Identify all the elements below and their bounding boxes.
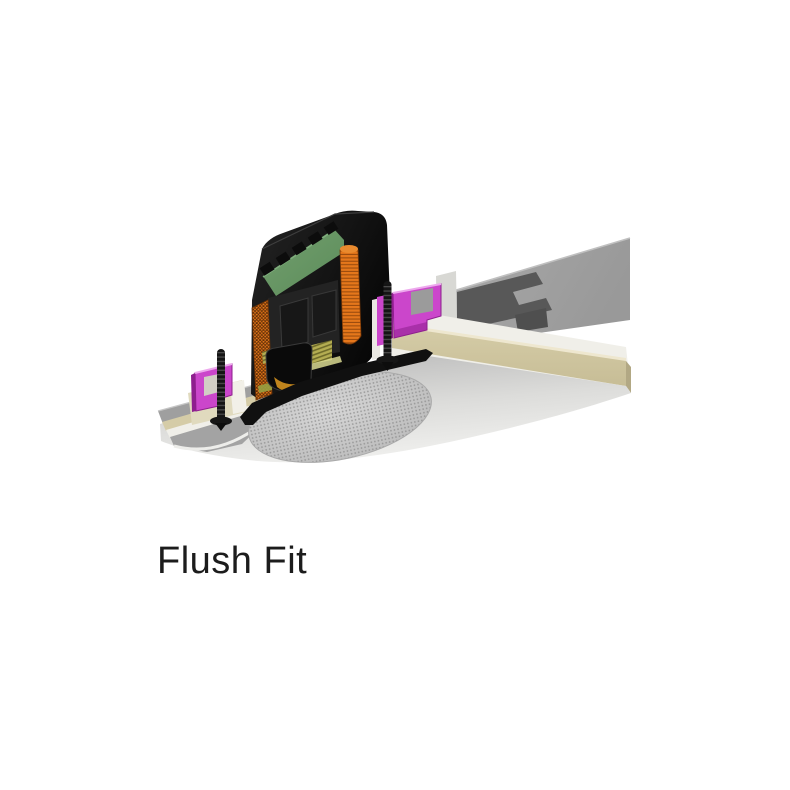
ceiling-beam <box>432 237 631 344</box>
caption-flush-fit: Flush Fit <box>157 540 308 582</box>
plasterboard-core <box>392 326 626 386</box>
ceiling-panel-cross-section <box>392 307 631 393</box>
mounting-screw-right <box>376 281 399 371</box>
trim-flange <box>240 349 433 425</box>
voice-coil <box>339 245 362 345</box>
crossover-pcb <box>259 221 344 296</box>
magnet-block <box>279 297 309 351</box>
mounting-screw-left <box>210 349 232 431</box>
speaker-enclosure <box>240 210 433 425</box>
magnet-block <box>311 289 337 338</box>
